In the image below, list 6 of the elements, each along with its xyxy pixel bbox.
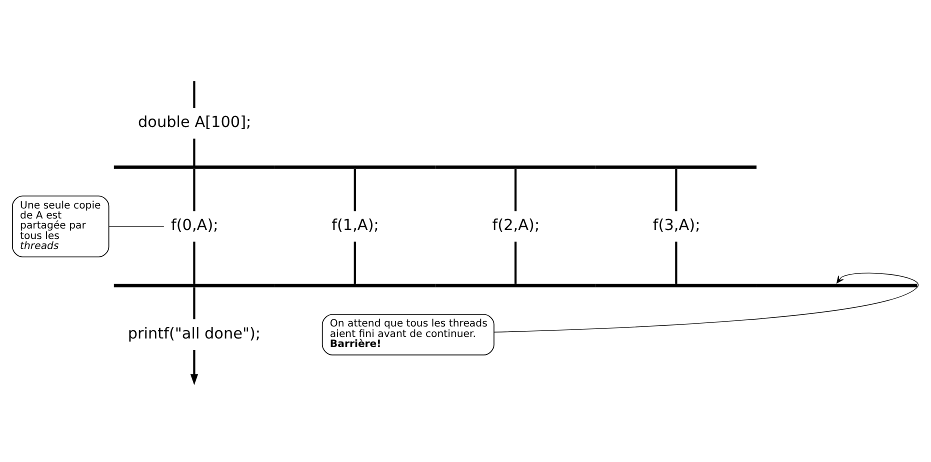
- node-text: double A[100];: [138, 112, 252, 130]
- node-text: f(1,A);: [332, 216, 379, 234]
- node-text: printf("all done");: [128, 324, 261, 342]
- node-text: f(3,A);: [652, 216, 700, 234]
- node-text: f(2,A);: [492, 216, 540, 234]
- node-text: f(0,A);: [170, 216, 218, 234]
